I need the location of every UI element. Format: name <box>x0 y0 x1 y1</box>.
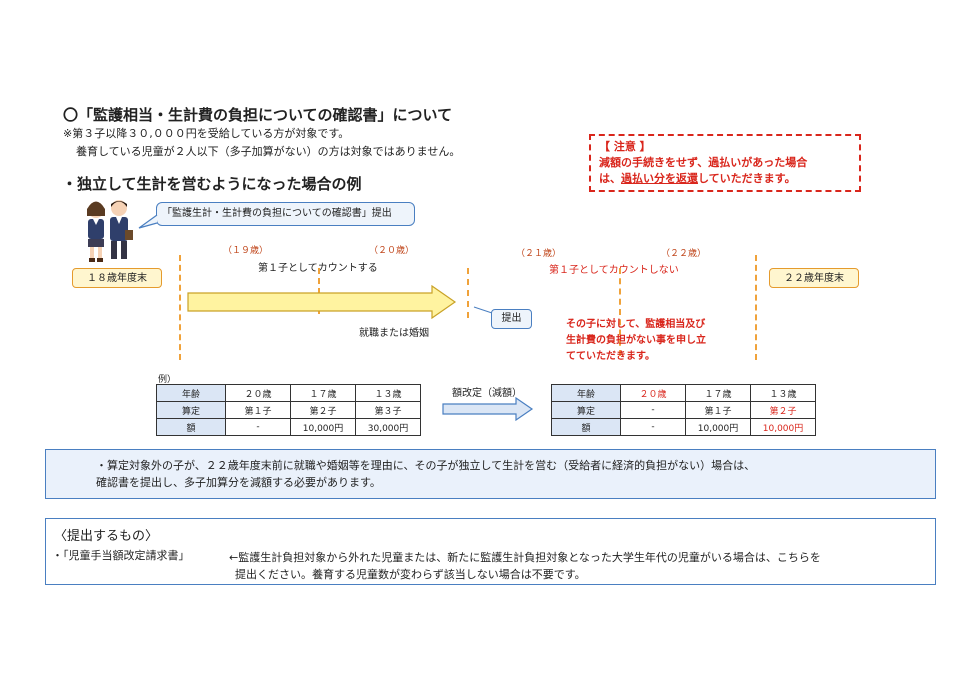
callout-pointer <box>138 214 158 229</box>
timeline-divider-2 <box>467 268 469 318</box>
caution-line-2: は、過払い分を返還していただきます。 <box>599 172 796 185</box>
caution-box: 【 注意 】 減額の手続きをせず、過払いがあった場合 は、過払い分を返還していた… <box>589 134 861 192</box>
caution-underlined: 過払い分を返還 <box>621 172 698 185</box>
submission-description: ←監護生計負担対象から外れた児童または、新たに監護生計負担対象となった大学生年代… <box>229 551 821 581</box>
timeline-divider-4 <box>755 255 757 360</box>
before-table: 年齢 ２０歳 １７歳 １３歳 算定 第１子 第２子 第３子 額 - 10,000… <box>156 384 421 436</box>
table-row: 額 - 10,000円 30,000円 <box>156 418 421 436</box>
student-girl-icon <box>87 201 105 262</box>
age-21-label: （２１歳） <box>516 249 562 259</box>
timeline-divider-1 <box>179 255 181 360</box>
end-year-label: ２２歳年度末 <box>769 268 859 288</box>
timeline-arrow <box>187 285 457 319</box>
example-label: 例） <box>158 375 177 385</box>
student-boy-icon <box>110 200 133 259</box>
info-box: ・算定対象外の子が、２２歳年度末前に就職や婚姻等を理由に、その子が独立して生計を… <box>45 449 936 499</box>
confirmation-callout: 「監護生計・生計費の負担についての確認書」提出 <box>156 202 415 226</box>
table-row: 算定 第１子 第２子 第３子 <box>156 401 421 419</box>
timeline-divider-mid <box>318 268 320 314</box>
after-table: 年齢 ２０歳 １７歳 １３歳 算定 - 第１子 第２子 額 - 10,000円 … <box>551 384 816 436</box>
declaration-text: その子に対して、監護相当及び 生計費の負担がない事を申し立 てていただきます。 <box>566 319 706 362</box>
exclusion-note: 養育している児童が２人以下（多子加算がない）の方は対象ではありません。 <box>76 145 461 158</box>
info-line-1: ・算定対象外の子が、２２歳年度末前に就職や婚姻等を理由に、その子が独立して生計を… <box>96 459 756 472</box>
students-illustration <box>87 200 133 262</box>
age-20-label: （２０歳） <box>369 246 415 256</box>
revision-arrow <box>442 397 534 421</box>
age-22-label: （２２歳） <box>661 249 707 259</box>
table-row: 年齢 ２０歳 １７歳 １３歳 <box>551 384 816 402</box>
table-row: 算定 - 第１子 第２子 <box>551 401 816 419</box>
section-heading: ・独立して生計を営むようになった場合の例 <box>62 175 362 193</box>
page-title: 〇「監護相当・生計費の負担についての確認書」について <box>63 106 453 124</box>
caution-line-1: 減額の手続きをせず、過払いがあった場合 <box>599 156 808 169</box>
submit-label: 提出 <box>491 309 532 329</box>
table-row: 額 - 10,000円 10,000円 <box>551 418 816 436</box>
employment-label: 就職または婚姻 <box>359 328 429 339</box>
not-count-label: 第１子としてカウントしない <box>549 265 679 276</box>
table-row: 年齢 ２０歳 １７歳 １３歳 <box>156 384 421 402</box>
info-line-2: 確認書を提出し、多子加算分を減額する必要があります。 <box>96 476 381 489</box>
age-19-label: （１９歳） <box>223 246 269 256</box>
target-note: ※第３子以降３０,０００円を受給している方が対象です。 <box>63 127 350 140</box>
caution-heading: 【 注意 】 <box>599 140 651 153</box>
count-as-first-label: 第１子としてカウントする <box>258 263 378 274</box>
submission-item: ・「児童手当額改定請求書」 <box>52 549 190 562</box>
timeline-divider-3 <box>619 268 621 356</box>
revision-label: 額改定（減額） <box>452 388 522 399</box>
start-year-label: １８歳年度末 <box>72 268 162 288</box>
submission-heading: 〈提出するもの〉 <box>54 529 159 544</box>
submission-box: 〈提出するもの〉 ・「児童手当額改定請求書」 ←監護生計負担対象から外れた児童ま… <box>45 518 936 585</box>
